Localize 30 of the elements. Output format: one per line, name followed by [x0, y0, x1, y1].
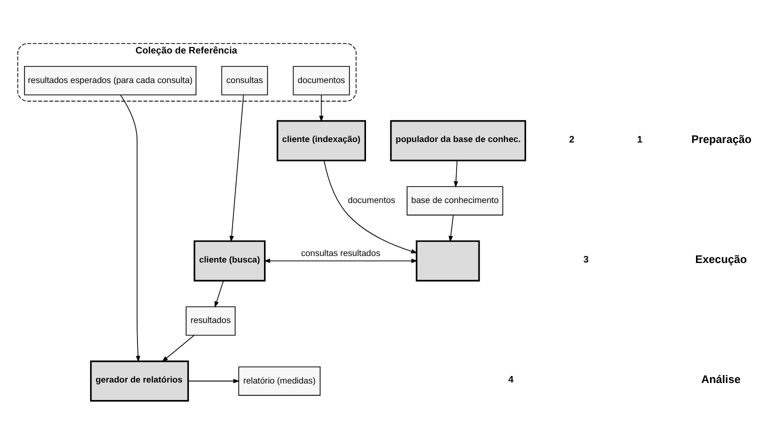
label: 2: [569, 134, 574, 146]
node-box: consultas: [221, 66, 268, 96]
label: 4: [508, 374, 514, 386]
label: Execução: [695, 254, 747, 266]
label: Preparação: [691, 134, 752, 146]
node-box: [416, 240, 480, 282]
arrow: [264, 258, 418, 264]
node-box: cliente (busca): [194, 240, 266, 282]
label: Análise: [701, 374, 741, 386]
arrow: [162, 334, 195, 362]
node-box: gerador de relatórios: [90, 360, 189, 402]
node-box: relatório (medidas): [238, 366, 321, 396]
node-box: documentos: [292, 66, 350, 96]
edge-label: consultas resultados: [301, 248, 380, 258]
node-box: populador da base de conhec.: [390, 120, 526, 162]
arrow: [229, 94, 244, 242]
arrow: [188, 378, 240, 384]
arrow: [120, 94, 140, 362]
arrow: [319, 94, 324, 122]
edge-label: documentos: [348, 195, 396, 206]
node-box: resultados: [186, 306, 236, 336]
arrow: [448, 214, 454, 242]
label: 1: [637, 134, 642, 146]
arrow: [454, 160, 458, 188]
node-box: resultados esperados (para cada consulta): [24, 66, 196, 96]
node-box: base de conhecimento: [406, 186, 504, 216]
node-box: cliente (indexação): [276, 120, 366, 162]
arrow: [214, 280, 224, 308]
arrow: [324, 160, 418, 254]
label: 3: [583, 254, 589, 266]
